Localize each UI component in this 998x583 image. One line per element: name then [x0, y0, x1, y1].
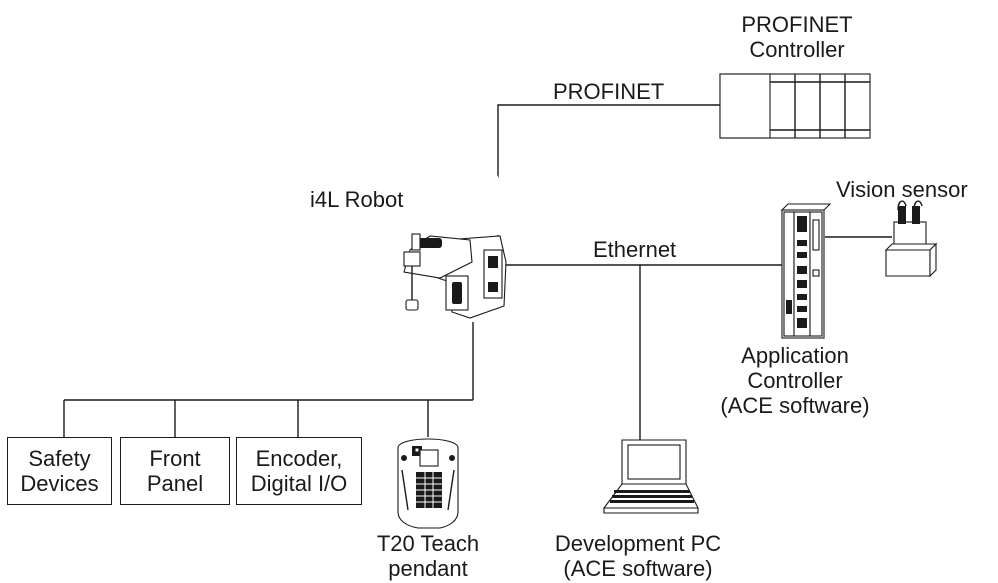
- application-controller-label: Application Controller (ACE software): [705, 343, 885, 418]
- safety-devices-line-1: Safety: [28, 446, 91, 471]
- connection-lines: [63, 104, 892, 440]
- profinet-controller-line-2: Controller: [749, 37, 845, 62]
- safety-devices-box: Safety Devices: [7, 437, 112, 505]
- profinet-line: [497, 104, 720, 250]
- profinet-controller-label: PROFINET Controller: [727, 12, 867, 62]
- profinet-controller-icon: [719, 73, 871, 139]
- development-pc-label: Development PC (ACE software): [533, 531, 743, 581]
- encoder-io-box: Encoder, Digital I/O: [236, 437, 362, 505]
- application-controller-line-3: (ACE software): [720, 393, 870, 418]
- front-panel-line-2: Panel: [146, 471, 204, 496]
- robot-icon: [403, 168, 507, 319]
- teach-pendant-icon: [397, 438, 459, 529]
- ethernet-link-label: Ethernet: [593, 237, 677, 262]
- teach-pendant-line-1: T20 Teach: [376, 531, 480, 556]
- safety-devices-line-2: Devices: [20, 471, 99, 496]
- development-pc-line-2: (ACE software): [563, 556, 713, 581]
- application-controller-line-2: Controller: [747, 368, 843, 393]
- robot-label: i4L Robot: [310, 187, 404, 212]
- encoder-io-line-1: Encoder,: [255, 446, 343, 471]
- laptop-icon: [602, 439, 699, 514]
- vision-sensor-icon: [884, 200, 938, 278]
- front-panel-line-1: Front: [149, 446, 201, 471]
- vision-sensor-label: Vision sensor: [836, 177, 968, 202]
- profinet-controller-line-1: PROFINET: [741, 12, 853, 37]
- front-panel-box: Front Panel: [120, 437, 230, 505]
- teach-pendant-line-2: pendant: [388, 556, 468, 581]
- profinet-link-label: PROFINET: [553, 79, 665, 104]
- development-pc-line-1: Development PC: [554, 531, 722, 556]
- teach-pendant-label: T20 Teach pendant: [358, 531, 498, 581]
- application-controller-icon: [780, 203, 832, 339]
- application-controller-line-1: Application: [741, 343, 849, 368]
- encoder-io-line-2: Digital I/O: [250, 471, 348, 496]
